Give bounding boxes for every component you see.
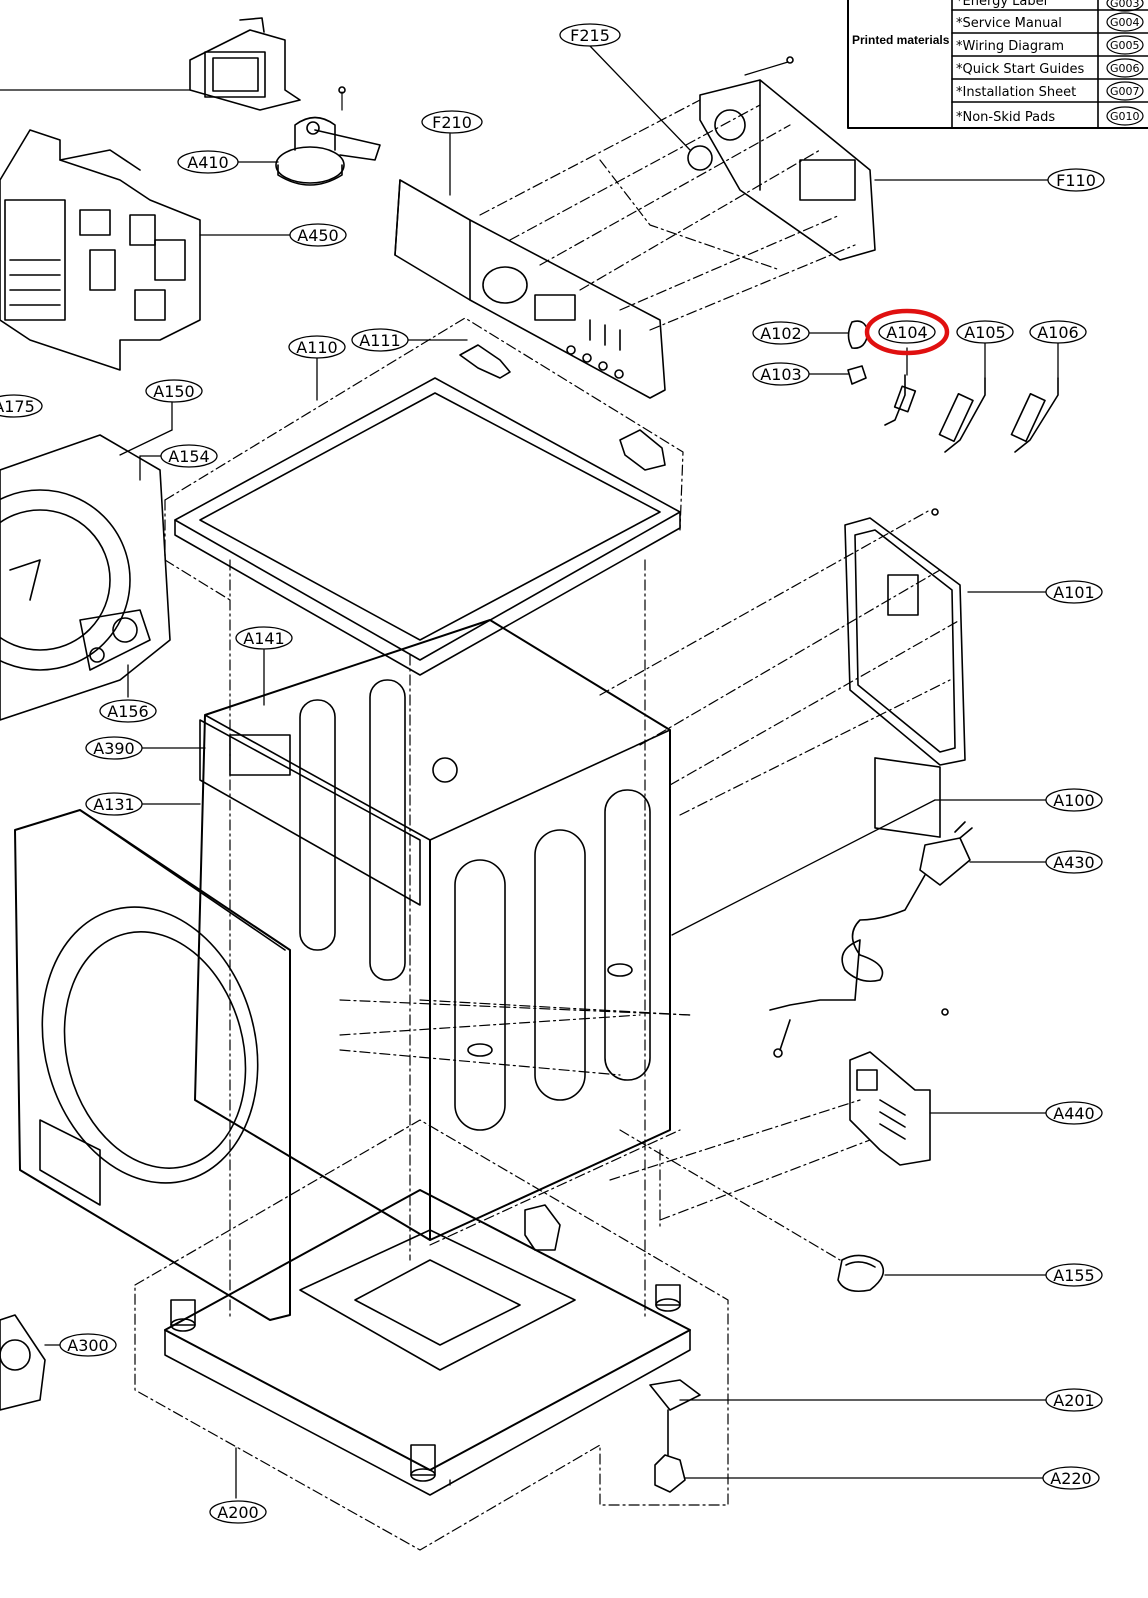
svg-text:F210: F210	[432, 113, 472, 132]
svg-text:A450: A450	[297, 226, 338, 245]
front-panel-part	[14, 809, 291, 1321]
main-pcb-part	[0, 129, 201, 371]
callout-a102: A102	[752, 321, 810, 345]
callout-a110: A110	[288, 335, 346, 359]
hinge-part	[459, 344, 666, 471]
svg-text:A131: A131	[93, 795, 134, 814]
svg-text:A150: A150	[153, 382, 194, 401]
pm-code-g005: G005	[1110, 39, 1140, 52]
callout-a103: A103	[752, 362, 810, 386]
svg-text:F215: F215	[570, 26, 610, 45]
callout-a150: A150	[145, 379, 203, 403]
callout-a141: A141	[235, 626, 293, 650]
printed-materials-table: Printed materials *Energy Label *Service…	[847, 0, 1148, 129]
svg-text:A141: A141	[243, 629, 284, 648]
foot-pad-part	[837, 1254, 885, 1293]
callout-a156: A156	[99, 699, 157, 723]
callout-a410: A410	[177, 150, 239, 174]
callout-a175: A175	[0, 394, 43, 418]
svg-text:A201: A201	[1053, 1391, 1094, 1410]
pm-code-g007: G007	[1110, 85, 1140, 98]
svg-text:A390: A390	[93, 739, 134, 758]
svg-text:A111: A111	[359, 331, 400, 350]
svg-text:A106: A106	[1037, 323, 1078, 342]
dispenser-box-part	[687, 56, 876, 261]
drum-tub-part	[0, 434, 171, 721]
callout-a390: A390	[85, 736, 143, 760]
callout-a450: A450	[289, 223, 347, 247]
pm-code-g010: G010	[1110, 110, 1140, 123]
door-lock-part	[849, 1008, 949, 1166]
svg-text:A220: A220	[1050, 1469, 1091, 1488]
pm-item-quick-start: *Quick Start Guides	[956, 62, 1084, 77]
callout-a200: A200	[209, 1500, 267, 1524]
svg-text:A101: A101	[1053, 583, 1094, 602]
control-panel-part	[394, 179, 666, 399]
callout-a300: A300	[59, 1333, 117, 1357]
svg-text:A110: A110	[296, 338, 337, 357]
top-plate-part	[174, 377, 681, 676]
leader-lines	[44, 45, 1059, 1499]
svg-text:A410: A410	[187, 153, 228, 172]
pm-item-non-skid: *Non-Skid Pads	[956, 110, 1055, 125]
svg-text:A156: A156	[107, 702, 148, 721]
base-dashed-outline	[134, 1119, 729, 1551]
callout-a105: A105	[956, 320, 1014, 344]
printed-materials-header: Printed materials	[852, 33, 950, 47]
callout-a104: A104	[878, 320, 936, 344]
svg-text:A154: A154	[168, 447, 209, 466]
svg-text:A102: A102	[760, 324, 801, 343]
pm-code-g003: G003	[1110, 0, 1140, 10]
pm-code-g004: G004	[1110, 16, 1140, 29]
back-panel-part	[844, 508, 966, 838]
svg-text:A200: A200	[217, 1503, 258, 1522]
svg-text:A430: A430	[1053, 853, 1094, 872]
callout-a440: A440	[1045, 1101, 1103, 1125]
cabinet-part	[194, 619, 671, 1241]
callout-a430: A430	[1045, 850, 1103, 874]
callout-a111: A111	[351, 328, 409, 352]
display-pcb-part	[0, 17, 301, 111]
highlight-ring	[864, 308, 950, 356]
callout-a131: A131	[85, 792, 143, 816]
callout-a201: A201	[1045, 1388, 1103, 1412]
svg-text:A175: A175	[0, 397, 35, 416]
svg-text:A100: A100	[1053, 791, 1094, 810]
svg-text:A103: A103	[760, 365, 801, 384]
pm-item-wiring-diagram: *Wiring Diagram	[956, 39, 1064, 54]
bottom-left-part	[0, 1314, 46, 1411]
pm-code-g006: G006	[1110, 62, 1140, 75]
pm-item-energy-label: *Energy Label	[956, 0, 1047, 9]
base-frame-part	[164, 1189, 701, 1496]
svg-text:A300: A300	[67, 1336, 108, 1355]
callout-a220: A220	[1042, 1466, 1100, 1490]
svg-text:A440: A440	[1053, 1104, 1094, 1123]
callout-a154: A154	[160, 444, 218, 468]
pm-item-installation: *Installation Sheet	[956, 85, 1076, 100]
pressure-switch-part	[275, 86, 381, 186]
callout-f210: F210	[421, 110, 483, 134]
svg-text:F110: F110	[1056, 171, 1096, 190]
assembly-guide-lines	[339, 509, 961, 1261]
pm-item-service-manual: *Service Manual	[956, 16, 1062, 31]
callout-f110: F110	[1047, 168, 1105, 192]
callout-a155: A155	[1045, 1263, 1103, 1287]
power-cord-part	[769, 821, 973, 1058]
dispenser-guides	[479, 99, 856, 331]
svg-text:A104: A104	[886, 323, 927, 342]
callout-f215: F215	[559, 23, 621, 47]
callout-a106: A106	[1029, 320, 1087, 344]
callout-a100: A100	[1045, 788, 1103, 812]
svg-text:A105: A105	[964, 323, 1005, 342]
small-parts-group	[847, 320, 1059, 453]
svg-text:A155: A155	[1053, 1266, 1094, 1285]
callout-a101: A101	[1045, 580, 1103, 604]
